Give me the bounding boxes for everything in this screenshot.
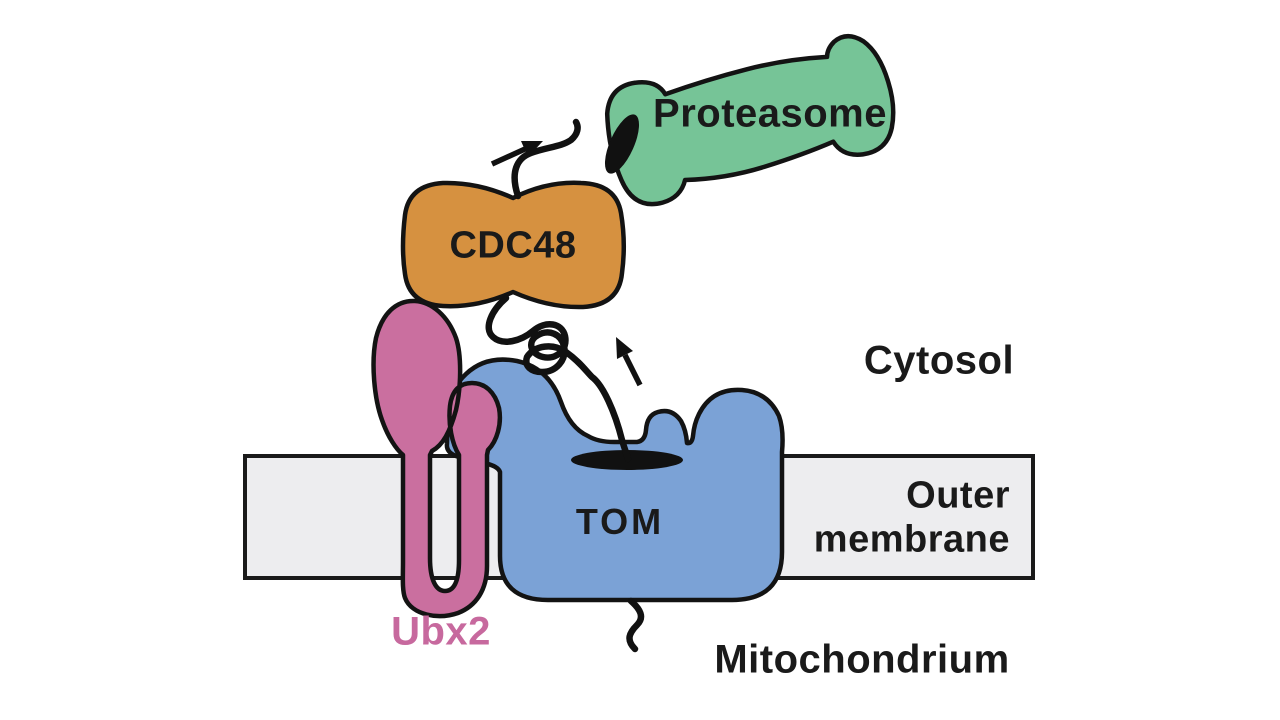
ubx2-shape	[371, 298, 503, 619]
proteasome-opening	[604, 114, 640, 174]
polypeptide-tail	[626, 597, 645, 653]
polypeptide-squiggle-upper	[511, 118, 581, 200]
tom-label: TOM	[575, 501, 665, 542]
cytosol-label: Cytosol	[863, 338, 1015, 383]
arrow-up-right-icon	[490, 141, 543, 167]
cdc48-label: CDC48	[449, 224, 577, 267]
outer-membrane-label-line1: Outer	[906, 474, 1010, 517]
outer-membrane-label: Outer membrane	[814, 474, 1010, 561]
arrow-up-icon	[616, 337, 643, 387]
outer-membrane-label-line2: membrane	[813, 518, 1010, 560]
mitochondrium-label: Mitochondrium	[714, 637, 1010, 682]
cdc48-shape	[400, 180, 626, 310]
polypeptide-squiggle-lower	[485, 294, 632, 463]
proteasome-label: Proteasome	[653, 91, 887, 136]
ubx2-label: Ubx2	[391, 609, 491, 654]
